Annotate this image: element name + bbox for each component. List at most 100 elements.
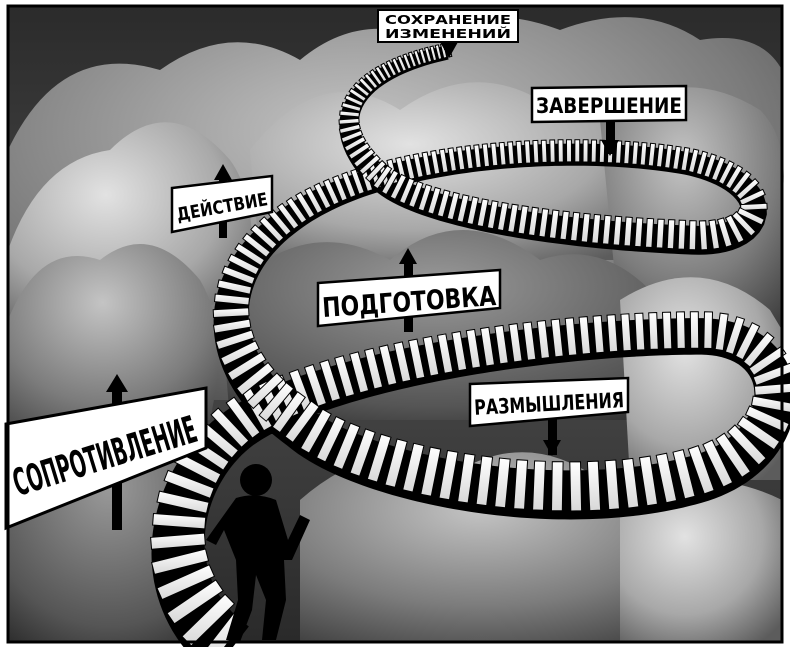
stair-step — [490, 142, 499, 167]
stair-step — [434, 44, 443, 61]
stair-step — [166, 579, 224, 625]
stair-step — [343, 135, 367, 152]
stair-step — [408, 338, 426, 380]
illustration-frame — [6, 4, 784, 644]
stair-step — [227, 253, 260, 276]
stair-step — [421, 151, 432, 177]
stair-step — [364, 159, 387, 183]
stair-step — [639, 141, 648, 166]
stair-step — [634, 217, 644, 248]
stair-step — [338, 117, 360, 125]
stair-step — [736, 207, 765, 226]
staircase-steps — [150, 41, 790, 647]
stair-step — [549, 139, 556, 163]
stair-step — [708, 219, 721, 250]
stair-step — [586, 460, 602, 512]
stair-step — [569, 211, 581, 242]
stair-step — [604, 459, 621, 511]
stair-step — [242, 232, 272, 258]
stair-step — [655, 218, 665, 249]
stair-step — [582, 139, 589, 163]
sign-action: ДЕЙСТВИЕ — [170, 164, 274, 238]
stair-step — [508, 323, 523, 363]
stair-step — [540, 139, 548, 163]
stair-step — [210, 407, 250, 449]
sign-board — [530, 84, 688, 124]
stair-step — [304, 186, 324, 214]
stair-step — [742, 331, 775, 368]
stair-step — [621, 457, 640, 509]
stair-step — [349, 351, 370, 394]
stair-step — [680, 146, 691, 172]
stair-step — [688, 220, 697, 251]
stair-step — [726, 424, 767, 466]
stair-step — [456, 194, 470, 223]
sign-maintenance: СОХРАНЕНИЕ ИЗМЕНЕНИЙ — [377, 9, 519, 58]
stair-step — [738, 188, 766, 206]
stair-step — [391, 57, 403, 75]
stair-step — [319, 359, 342, 403]
sign-board — [170, 174, 274, 234]
sign-post-arrow — [106, 374, 128, 392]
stair-step — [714, 312, 729, 352]
stair-step — [322, 178, 340, 206]
stair-step — [438, 148, 449, 174]
stair-step — [372, 165, 393, 190]
stair-step — [246, 372, 285, 410]
stair-step — [350, 168, 365, 195]
stair-step — [730, 170, 752, 195]
stair-step — [580, 212, 591, 243]
stair-step — [476, 198, 489, 228]
stair-step — [591, 213, 602, 244]
stair-step — [420, 446, 442, 497]
stair-step — [284, 400, 320, 444]
stair-step — [216, 279, 253, 295]
stair-step — [258, 381, 295, 422]
stair-step — [644, 217, 655, 249]
stair-step — [150, 532, 206, 550]
stair-step — [532, 460, 546, 511]
stair-step — [402, 442, 425, 493]
stair-step — [634, 312, 646, 351]
stair-step — [716, 217, 733, 248]
stair-step — [675, 311, 686, 350]
stair-step — [565, 139, 573, 163]
mountain-left-mid — [8, 244, 218, 440]
stair-step — [507, 141, 515, 165]
stair-step — [181, 593, 236, 647]
mountain-right-front — [620, 480, 782, 642]
stair-step — [666, 219, 676, 250]
stair-step — [358, 154, 381, 176]
stair-step — [623, 140, 631, 165]
stair-step — [446, 191, 460, 221]
stair-step — [163, 469, 215, 499]
stair-step — [234, 242, 266, 267]
stair-step — [221, 265, 256, 286]
stair-step — [212, 307, 250, 319]
stair-step — [612, 215, 623, 246]
stair-step — [735, 177, 760, 201]
stair-step — [348, 87, 367, 103]
stair-step — [156, 564, 216, 601]
stair-step — [456, 146, 466, 171]
stair-step — [479, 326, 496, 367]
stair-step — [486, 200, 499, 230]
stair-step — [378, 344, 398, 387]
climbing-person-silhouette — [206, 464, 310, 642]
stair-step — [513, 459, 529, 510]
sign-board — [4, 386, 208, 531]
stair-step — [366, 433, 392, 483]
stair-step — [703, 311, 714, 350]
stair-step — [536, 319, 551, 360]
sign-board — [468, 376, 630, 428]
stair-step — [250, 224, 278, 250]
stair-step — [438, 449, 459, 501]
stair-step — [334, 355, 356, 398]
stair-step — [363, 72, 379, 90]
sign-maintenance-label-line1: СОХРАНЕНИЕ — [385, 13, 511, 27]
stair-step — [465, 328, 482, 369]
stair-step — [748, 345, 787, 376]
stair-step — [532, 139, 540, 164]
stair-step — [717, 160, 735, 186]
stair-step — [258, 216, 285, 243]
